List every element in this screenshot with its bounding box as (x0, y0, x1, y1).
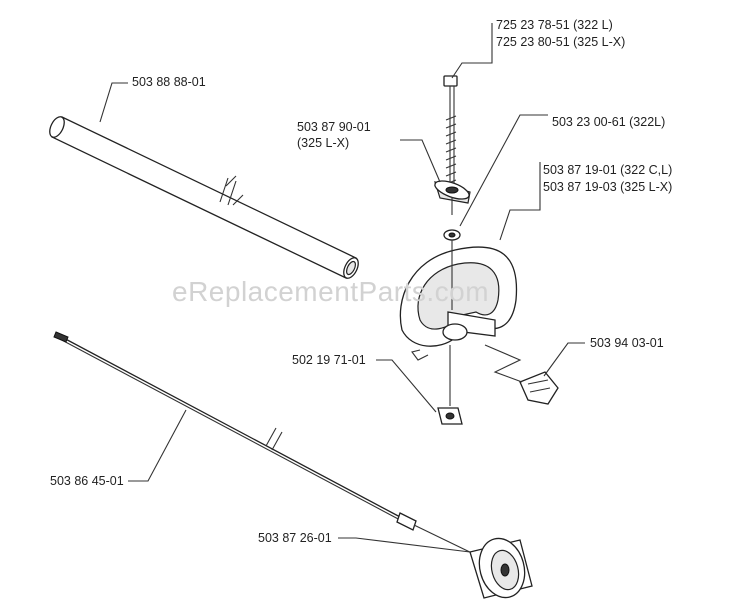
leader-handle (499, 162, 541, 241)
label-washer: 503 23 00-61 (322L) (552, 115, 666, 129)
nut (437, 345, 463, 425)
label-nut: 502 19 71-01 (292, 353, 366, 367)
leader-bolt (451, 23, 493, 79)
label-drive-shaft: 503 86 45-01 (50, 474, 124, 488)
leader-knob (400, 139, 441, 183)
label-shaft-tube: 503 88 88-01 (132, 75, 206, 89)
clamp (484, 344, 559, 405)
bearing-cup (469, 537, 533, 599)
label-bolt-322l: 725 23 78-51 (322 L) (496, 18, 613, 32)
label-bearing-cup: 503 87 26-01 (258, 531, 332, 545)
drive-shaft (53, 331, 477, 556)
label-knob-number: 503 87 90-01 (297, 120, 371, 134)
leader-bearing-cup (338, 537, 471, 553)
leader-shaft-tube (99, 82, 128, 123)
leader-nut (376, 359, 437, 413)
label-bolt-325lx: 725 23 80-51 (325 L-X) (496, 35, 626, 49)
knob (434, 180, 471, 215)
bolt (443, 75, 458, 195)
shaft-tube (49, 116, 359, 279)
label-knob-model: (325 L-X) (297, 136, 350, 150)
label-handle-322: 503 87 19-01 (322 C,L) (543, 163, 673, 177)
washer (443, 229, 461, 241)
leader-washer (459, 114, 548, 227)
watermark-text: eReplacementParts.com (172, 276, 490, 307)
leader-drive-shaft (128, 409, 187, 482)
label-handle-325: 503 87 19-03 (325 L-X) (543, 180, 673, 194)
handle (399, 240, 518, 361)
label-clamp: 503 94 03-01 (590, 336, 664, 350)
leader-clamp (543, 342, 585, 377)
